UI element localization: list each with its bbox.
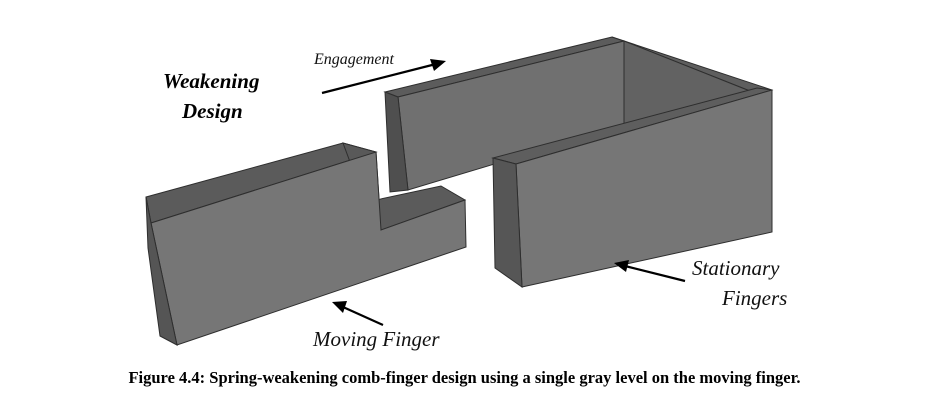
figure-caption: Figure 4.4: Spring-weakening comb-finger…	[128, 368, 801, 387]
engagement-label: Engagement	[313, 51, 395, 68]
moving-arrow	[332, 301, 384, 327]
stationary-fingers-label-line1: Stationary	[692, 256, 780, 280]
moving-end-face	[145, 196, 178, 346]
stationary-front-end-face	[492, 157, 523, 288]
engagement-arrow	[321, 59, 446, 95]
weakening-design-title-line1: Weakening	[163, 69, 259, 93]
stationary-arrow	[614, 260, 686, 283]
stationary-back-end-face	[384, 91, 409, 193]
moving-finger-block	[145, 142, 467, 346]
moving-finger-label: Moving Finger	[312, 327, 440, 351]
weakening-design-title-line2: Design	[181, 99, 243, 123]
stationary-fingers-block	[383, 36, 774, 288]
stationary-fingers-label-line2: Fingers	[721, 286, 787, 310]
